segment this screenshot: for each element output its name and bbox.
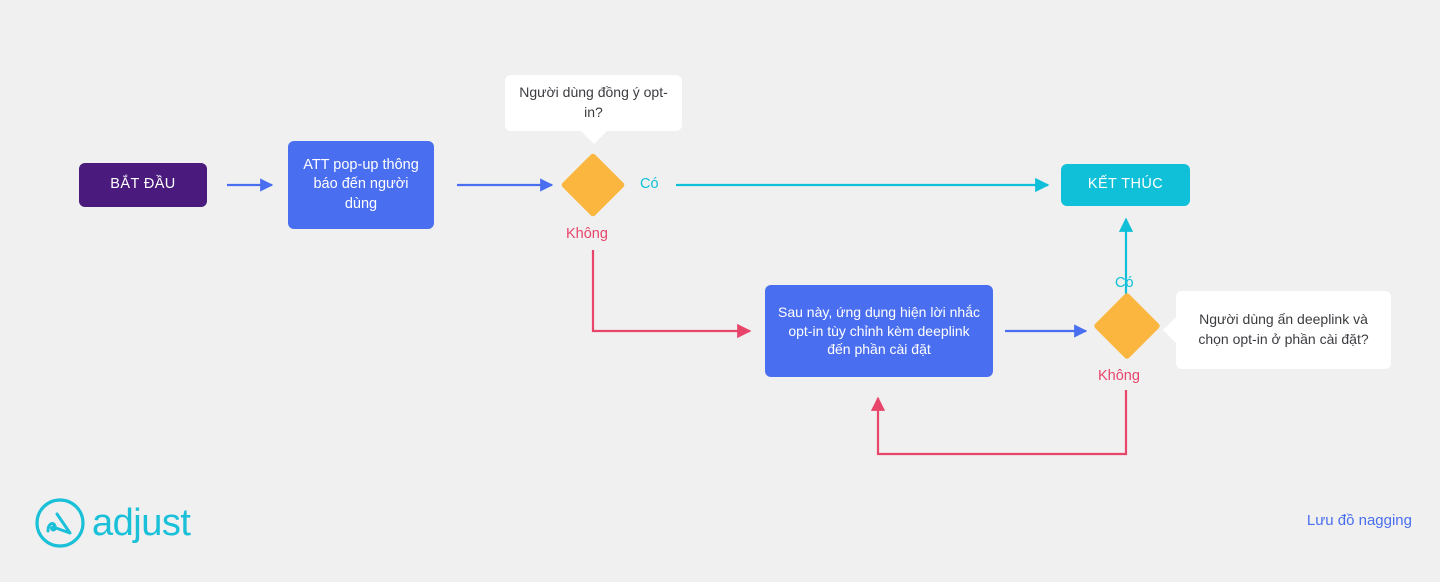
callout-tail-bottom-icon [580, 131, 607, 144]
node-later-prompt[interactable]: Sau này, ứng dụng hiện lời nhắc opt-in t… [765, 285, 993, 377]
node-att-popup-label: ATT pop-up thông báo đến người dùng [303, 157, 419, 212]
adjust-logo-icon [35, 498, 85, 548]
callout-question-2: Người dùng ấn deeplink và chọn opt-in ở … [1163, 291, 1391, 369]
node-start-label: BẮT ĐẦU [110, 176, 176, 193]
callout-question-1: Người dùng đồng ý opt-in? [505, 75, 682, 144]
adjust-logo[interactable]: adjust [34, 497, 191, 549]
node-att-popup[interactable]: ATT pop-up thông báo đến người dùng [288, 141, 434, 229]
node-start[interactable]: BẮT ĐẦU [79, 163, 207, 207]
node-later-prompt-label: Sau này, ứng dụng hiện lời nhắc opt-in t… [778, 304, 980, 358]
diagram-caption: Lưu đồ nagging [1306, 512, 1412, 529]
adjust-logo-wordmark: adjust [92, 502, 191, 544]
callout-question-1-text: Người dùng đồng ý opt-in? [519, 84, 668, 120]
node-decision-2[interactable] [1093, 292, 1161, 360]
edge-label-no-1: Không [566, 226, 608, 242]
callout-tail-left-icon [1163, 317, 1176, 343]
edge-decision2-no-loop-to-later [870, 390, 1128, 456]
edge-decision1-no-to-later [591, 250, 752, 339]
edge-label-no-2: Không [1098, 368, 1140, 384]
node-decision-1[interactable] [560, 152, 626, 218]
node-end[interactable]: KẾT THÚC [1061, 164, 1190, 206]
edge-label-yes-1: Có [640, 176, 659, 192]
callout-question-2-text: Người dùng ấn deeplink và chọn opt-in ở … [1198, 311, 1369, 347]
edge-label-yes-2: Có [1115, 275, 1134, 291]
node-end-label: KẾT THÚC [1087, 176, 1164, 193]
